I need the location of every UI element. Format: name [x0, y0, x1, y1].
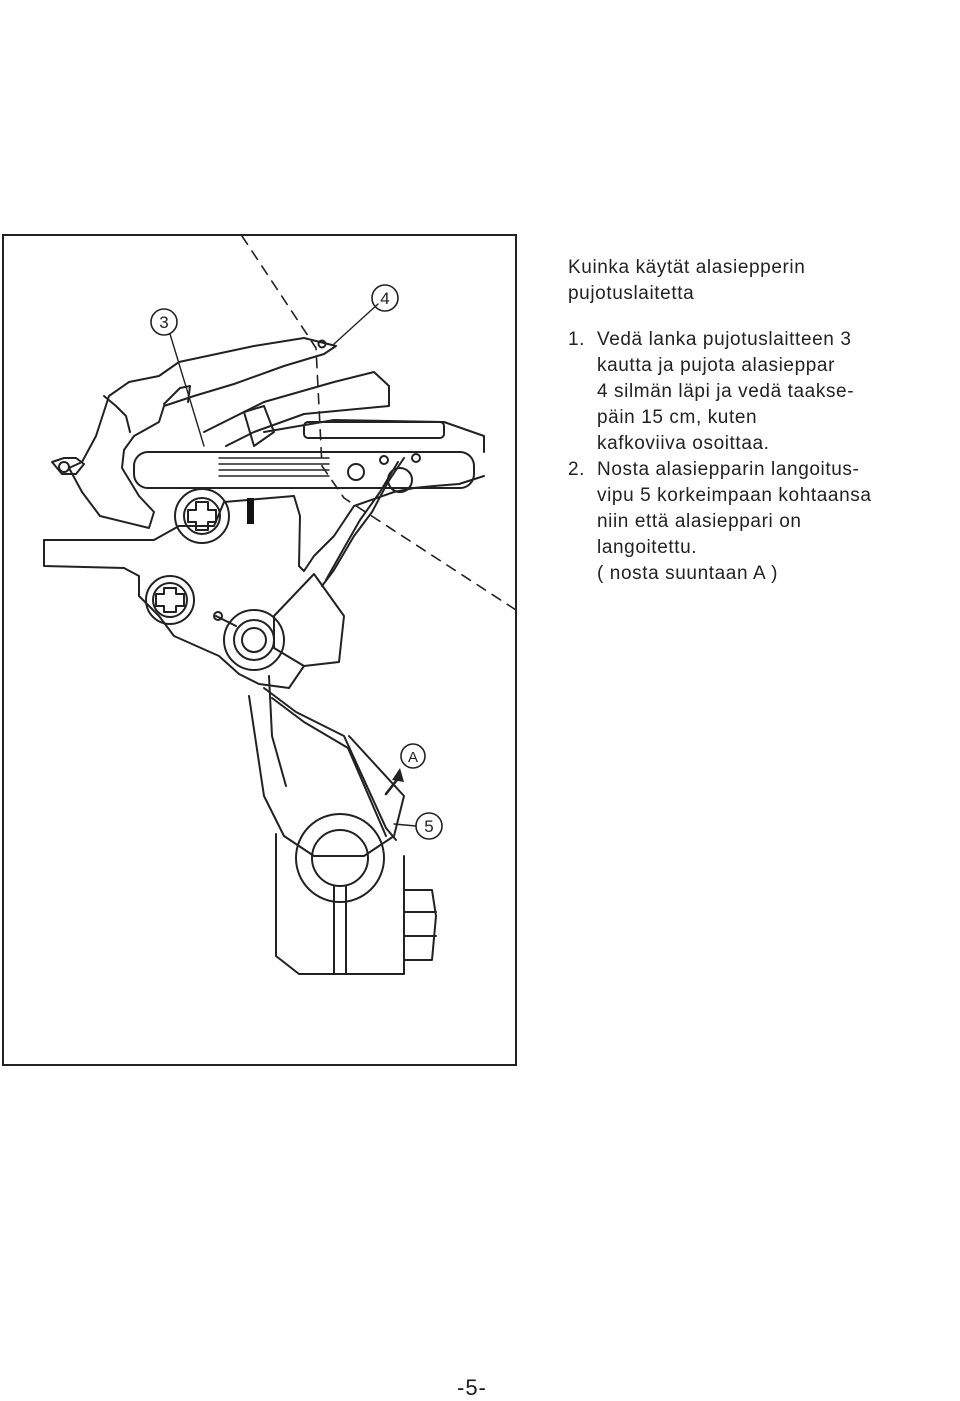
step-number: 2.: [568, 457, 585, 483]
instructions-text: Kuinka käytät alasiepperin pujotuslaitet…: [568, 255, 948, 587]
figure-frame: 3 4 A 5: [2, 234, 517, 1066]
lower-screw: [146, 576, 194, 624]
callout-a: A: [401, 744, 425, 768]
step-line: kafkoviiva osoittaa.: [597, 431, 948, 457]
step-line: langoitettu.: [597, 535, 948, 561]
step-1: 1. Vedä lanka pujotuslaitteen 3 kautta j…: [568, 327, 948, 457]
step-line: Vedä lanka pujotuslaitteen 3: [597, 327, 948, 353]
callout-4: 4: [372, 285, 398, 311]
title-line: pujotuslaitetta: [568, 281, 948, 307]
pin-marker: [247, 498, 254, 524]
svg-text:A: A: [408, 749, 418, 766]
step-line: ( nosta suuntaan A ): [597, 561, 948, 587]
instructions-title: Kuinka käytät alasiepperin pujotuslaitet…: [568, 255, 948, 307]
clamp-assembly: [276, 814, 436, 974]
svg-text:4: 4: [380, 289, 389, 308]
svg-text:5: 5: [424, 817, 433, 836]
callout-3: 3: [151, 309, 177, 335]
page-number: -5-: [457, 1375, 487, 1401]
base-plate: [44, 476, 484, 571]
step-number: 1.: [568, 327, 585, 353]
step-line: Nosta alasiepparin langoitus-: [597, 457, 948, 483]
step-2: 2. Nosta alasiepparin langoitus- vipu 5 …: [568, 457, 948, 587]
shaft-body: [249, 696, 404, 856]
step-line: niin että alasieppari on: [597, 509, 948, 535]
step-line: vipu 5 korkeimpaan kohtaansa: [597, 483, 948, 509]
title-line: Kuinka käytät alasiepperin: [568, 255, 948, 281]
step-line: päin 15 cm, kuten: [597, 405, 948, 431]
step-line: kautta ja pujota alasieppar: [597, 353, 948, 379]
step-line: 4 silmän läpi ja vedä taakse-: [597, 379, 948, 405]
svg-text:3: 3: [159, 313, 168, 332]
looper-threader-illustration: 3 4 A 5: [4, 236, 517, 1066]
callout-5: 5: [416, 813, 442, 839]
upper-screw: [175, 489, 229, 543]
